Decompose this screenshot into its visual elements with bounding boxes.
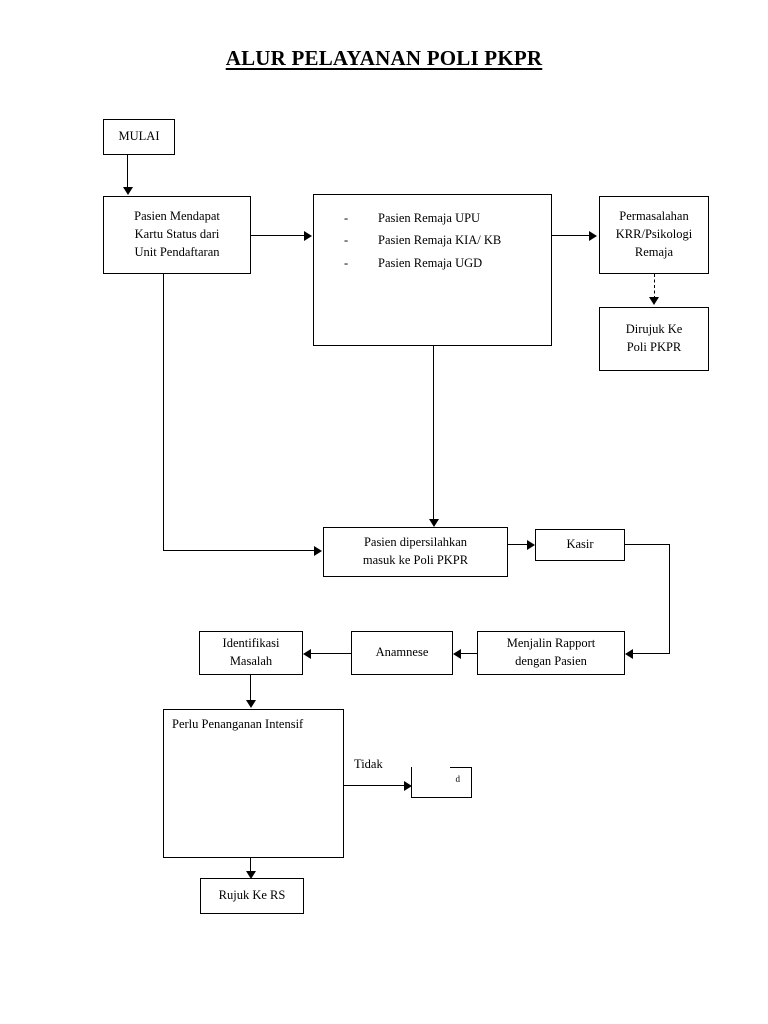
node-pasien-mendapat-kartu-status[interactable]: Pasien Mendapat Kartu Status dari Unit P… [103, 196, 251, 274]
list-item: Pasien Remaja UGD [344, 252, 551, 275]
node-kasir-label: Kasir [566, 537, 594, 552]
node-pendaftaran-label: Pasien Mendapat Kartu Status dari Unit P… [134, 209, 220, 259]
edge-mulai-to-pendaftaran [127, 155, 129, 188]
node-mulai[interactable]: MULAI [103, 119, 175, 155]
node-pasien-dipersilahkan-masuk[interactable]: Pasien dipersilahkan masuk ke Poli PKPR [323, 527, 508, 577]
node-rujuk-rs-label: Rujuk Ke RS [218, 888, 286, 903]
list-item: Pasien Remaja KIA/ KB [344, 229, 551, 252]
edge-sumber-to-permasalahan [552, 235, 590, 237]
node-dirujuk-label: Dirujuk Ke Poli PKPR [625, 322, 683, 354]
arrowhead-left-anamnese [453, 649, 461, 659]
page-title: ALUR PELAYANAN POLI PKPR [225, 46, 543, 70]
node-rujuk-ke-rs[interactable]: Rujuk Ke RS [200, 878, 304, 914]
node-sumber-pasien[interactable]: Pasien Remaja UPU Pasien Remaja KIA/ KB … [313, 194, 552, 346]
edge-pendaftaran-rail-vertical [163, 274, 165, 551]
edge-pendaftaran-to-sumber [251, 235, 305, 237]
arrowhead-right-clipped-box [404, 781, 412, 791]
edge-identifikasi-to-penanganan [250, 675, 252, 702]
arrowhead-right-sumber [304, 231, 312, 241]
edge-permasalahan-to-dirujuk-dashed [654, 274, 655, 299]
edge-rapport-to-anamnese [460, 653, 477, 655]
node-anamnese-label: Anamnese [375, 645, 429, 660]
arrowhead-down-pendaftaran [122, 187, 133, 195]
arrowhead-down-dirujuk [649, 297, 659, 305]
edge-anamnese-to-identifikasi [310, 653, 351, 655]
edge-penanganan-to-rujuk-rs [250, 858, 252, 873]
edge-kasir-to-rapport-segment [632, 653, 670, 655]
list-item: Pasien Remaja UPU [344, 207, 551, 230]
node-mulai-label: MULAI [118, 129, 160, 144]
node-rapport-label: Menjalin Rapport dengan Pasien [506, 636, 596, 668]
node-permasalahan-krr-psikologi[interactable]: Permasalahan KRR/Psikologi Remaja [599, 196, 709, 274]
edge-pendaftaran-rail-horizontal [163, 550, 315, 552]
node-dirujuk-ke-poli-pkpr[interactable]: Dirujuk Ke Poli PKPR [599, 307, 709, 371]
arrowhead-left-rapport [625, 649, 633, 659]
node-menjalin-rapport-dengan-pasien[interactable]: Menjalin Rapport dengan Pasien [477, 631, 625, 675]
node-dipersilahkan-label: Pasien dipersilahkan masuk ke Poli PKPR [362, 535, 469, 567]
arrowhead-down-penanganan [245, 700, 256, 708]
node-penanganan-label: Perlu Penanganan Intensif [172, 717, 304, 731]
arrowhead-right-dipersilahkan-left [314, 546, 322, 556]
node-identifikasi-masalah[interactable]: Identifikasi Masalah [199, 631, 303, 675]
edge-kasir-right-segment [625, 544, 670, 546]
node-identifikasi-label: Identifikasi Masalah [222, 636, 280, 668]
edge-label-tidak: Tidak [354, 757, 383, 771]
clipped-box-top-border [450, 767, 473, 768]
clipped-box-label: d [455, 774, 461, 784]
edge-penanganan-tidak-branch [344, 785, 405, 787]
node-kasir[interactable]: Kasir [535, 529, 625, 561]
edge-kasir-down-segment [669, 544, 671, 654]
node-clipped-partial-box[interactable]: d [411, 767, 473, 798]
sumber-pasien-list: Pasien Remaja UPU Pasien Remaja KIA/ KB … [314, 207, 551, 274]
arrowhead-down-dipersilahkan [428, 519, 439, 527]
arrowhead-right-kasir [527, 540, 535, 550]
edge-sumber-to-dipersilahkan [433, 346, 435, 520]
arrowhead-left-identifikasi [303, 649, 311, 659]
node-perlu-penanganan-intensif[interactable]: Perlu Penanganan Intensif [163, 709, 344, 858]
node-anamnese[interactable]: Anamnese [351, 631, 453, 675]
edge-dipersilahkan-to-kasir [508, 544, 533, 546]
arrowhead-down-rujuk-rs [245, 871, 256, 879]
arrowhead-right-permasalahan [589, 231, 597, 241]
node-permasalahan-label: Permasalahan KRR/Psikologi Remaja [615, 209, 693, 259]
